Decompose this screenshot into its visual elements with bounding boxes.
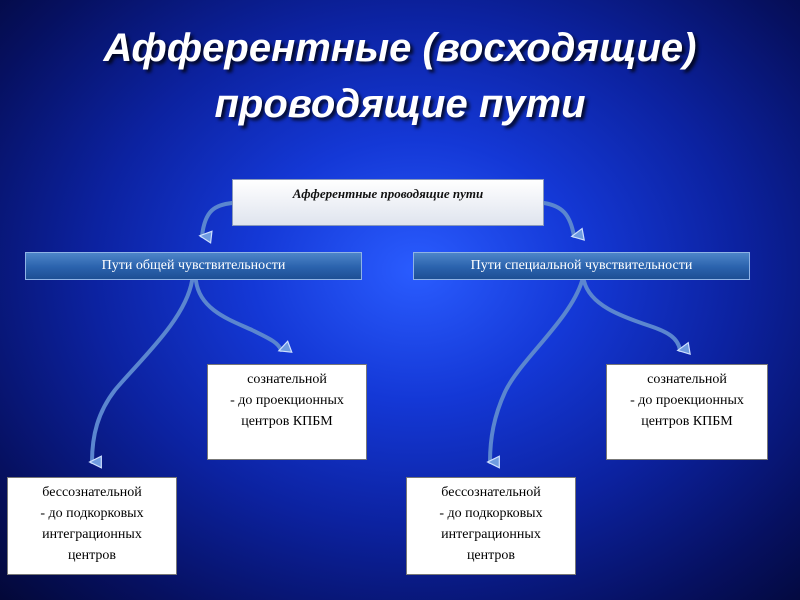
leaf-right-unconscious: бессознательной - до подкорковых интегра… [406,477,576,575]
root-node-afferent-pathways: Афферентные проводящие пути [232,179,544,226]
leaf-text-line: бессознательной [441,485,541,500]
leaf-text-line: - до подкорковых [40,506,144,521]
leaf-text-line: - до проекционных [630,393,744,408]
leaf-text-line: центров [67,548,117,563]
leaf-text-line: центров КПБМ [241,414,333,429]
leaf-text-line: интеграционных [441,527,541,542]
leaf-text-line: бессознательной [42,485,142,500]
arrow-left-to-conscious [194,279,281,350]
leaf-text-line: центров КПБМ [641,414,733,429]
leaf-text-line: - до проекционных [230,393,344,408]
slide-title-line-2: проводящие пути [214,82,586,126]
arrow-right-to-conscious [582,279,680,350]
leaf-text-line: центров [466,548,516,563]
arrow-root-to-right [542,201,574,236]
arrow-right-to-unconscious [490,279,584,462]
slide-title-line-1: Афферентные (восходящие) [103,26,697,70]
branch-general-sensitivity: Пути общей чувствительности [25,252,362,280]
leaf-text-line: - до подкорковых [439,506,543,521]
leaf-text-line: интеграционных [42,527,142,542]
leaf-right-conscious: сознательной - до проекционных центров К… [606,364,768,460]
leaf-left-conscious: сознательной - до проекционных центров К… [207,364,367,460]
leaf-text-line: сознательной [247,372,327,387]
branch-special-sensitivity: Пути специальной чувствительности [413,252,750,280]
leaf-left-unconscious: бессознательной - до подкорковых интегра… [7,477,177,575]
arrow-root-to-left [202,201,234,236]
arrow-left-to-unconscious [92,279,194,462]
leaf-text-line: сознательной [647,372,727,387]
